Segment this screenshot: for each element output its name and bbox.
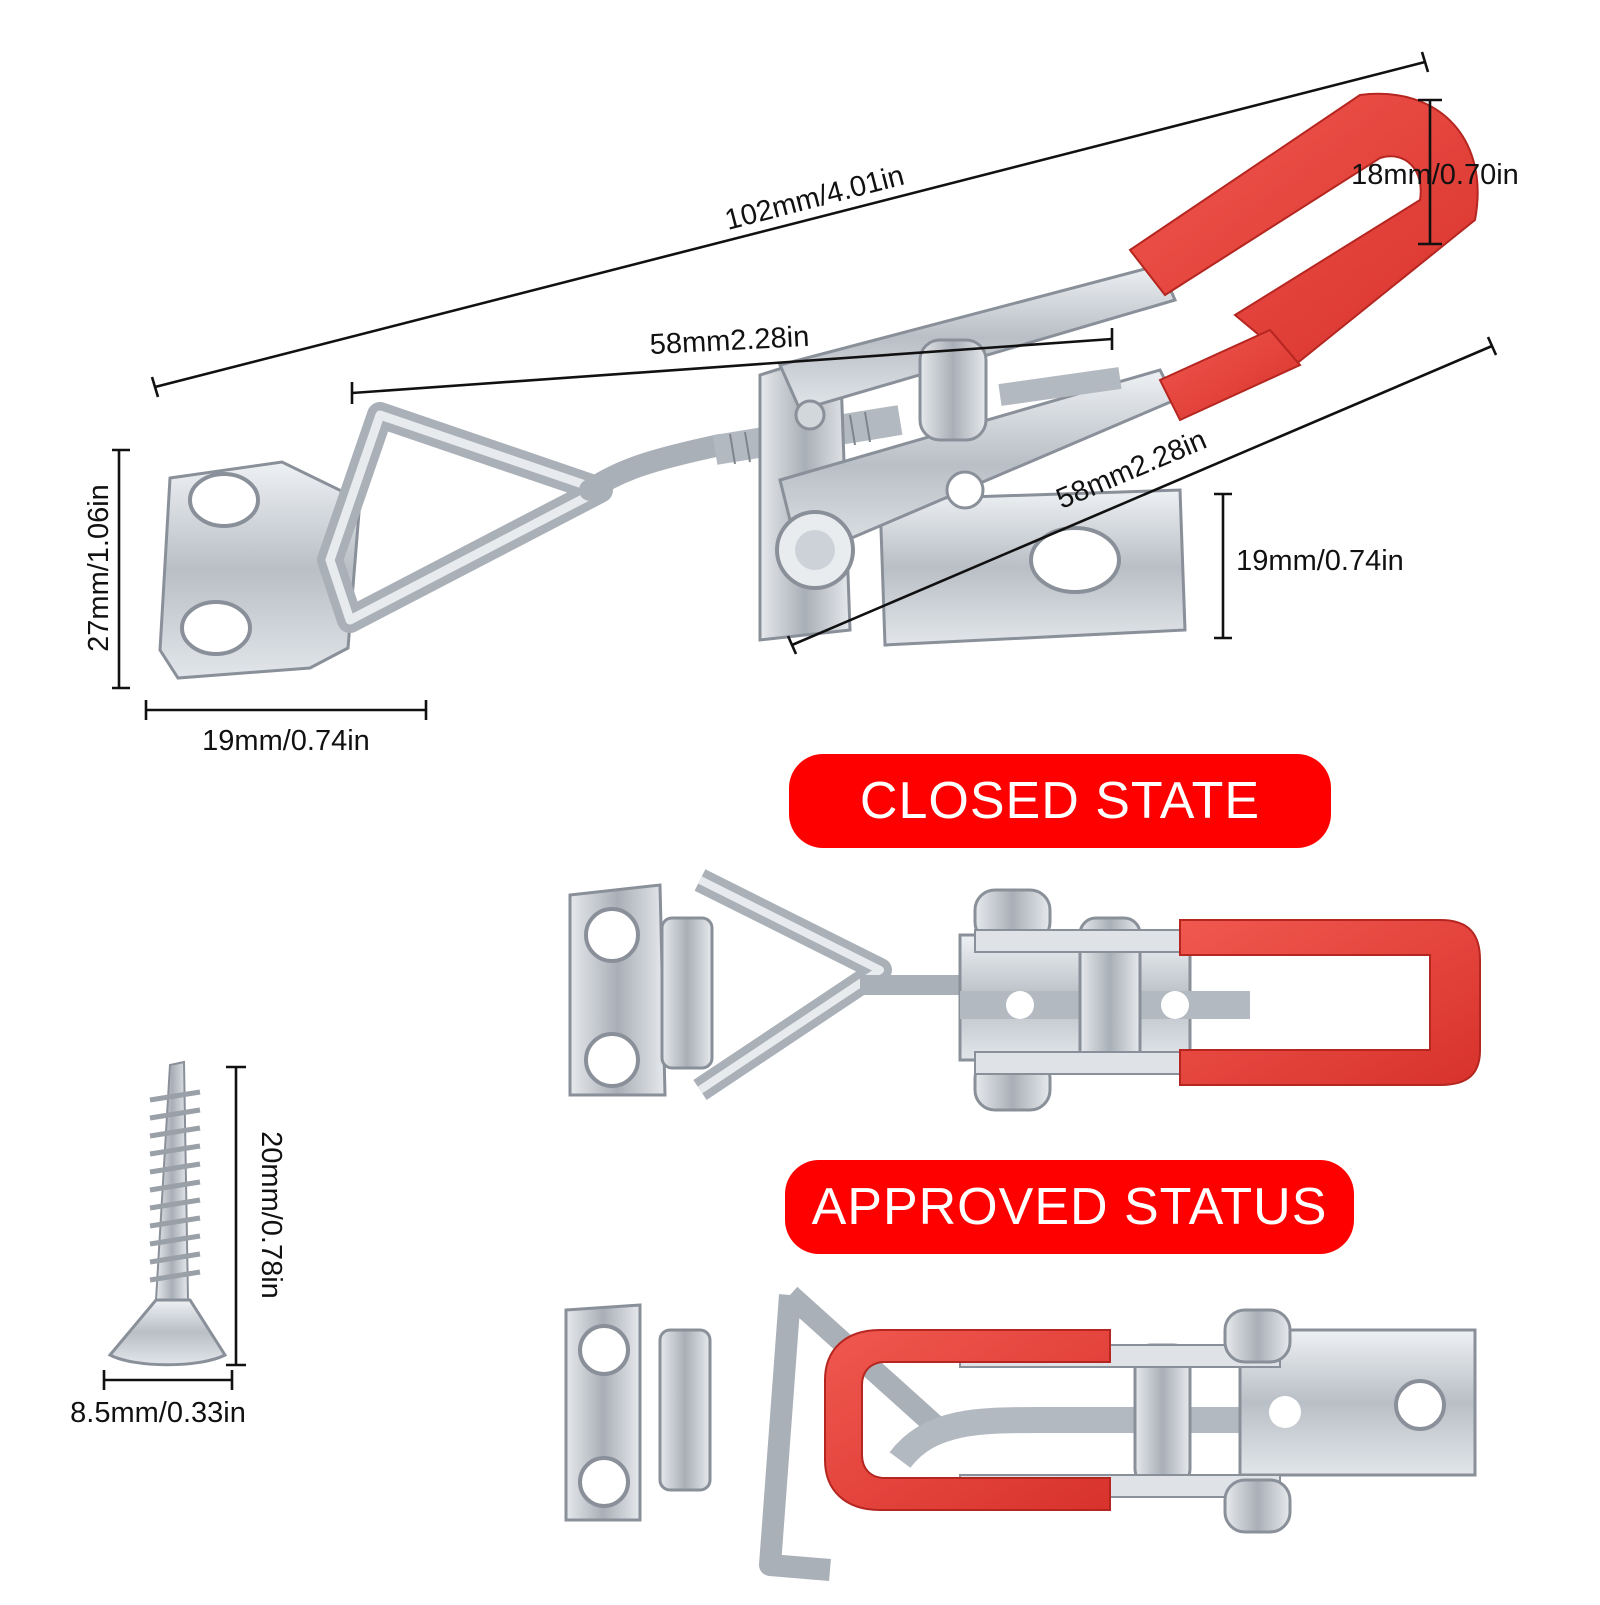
dimension-lines	[112, 51, 1498, 720]
red-handle-grip	[1128, 92, 1479, 367]
plate-height-label: 27mm/1.06in	[83, 484, 115, 652]
keeper-hole-bottom	[180, 600, 252, 656]
upper-span-label: 58mm2.28in	[649, 321, 810, 361]
screw-length-label: 20mm/0.78in	[255, 1131, 287, 1299]
pivot-cylinder	[918, 338, 988, 442]
closed-red-handle	[1179, 919, 1481, 1086]
screw-dimension-lines	[102, 1065, 246, 1390]
main-latch-image	[158, 92, 1479, 680]
base-width-label: 19mm/0.74in	[1236, 545, 1404, 577]
closed-state-badge: CLOSED STATE	[789, 754, 1331, 848]
total-length-label: 102mm/4.01in	[722, 160, 908, 237]
plate-width-label: 19mm/0.74in	[202, 725, 370, 757]
lever-arm-upper	[777, 263, 1178, 412]
screw-head-label: 8.5mm/0.33in	[70, 1397, 246, 1429]
red-handle-grip-lower	[1158, 328, 1302, 422]
rivet-mid	[945, 470, 985, 510]
base-plate-hole	[1029, 526, 1121, 594]
closed-latch-image	[568, 869, 1481, 1112]
approved-status-badge: APPROVED STATUS	[785, 1160, 1354, 1254]
keeper-hole-top	[188, 472, 260, 528]
handle-width-label: 18mm/0.70in	[1351, 159, 1519, 191]
approved-latch-image	[564, 1286, 1477, 1581]
approved-red-handle	[824, 1329, 1111, 1511]
screw-image	[107, 1060, 228, 1367]
